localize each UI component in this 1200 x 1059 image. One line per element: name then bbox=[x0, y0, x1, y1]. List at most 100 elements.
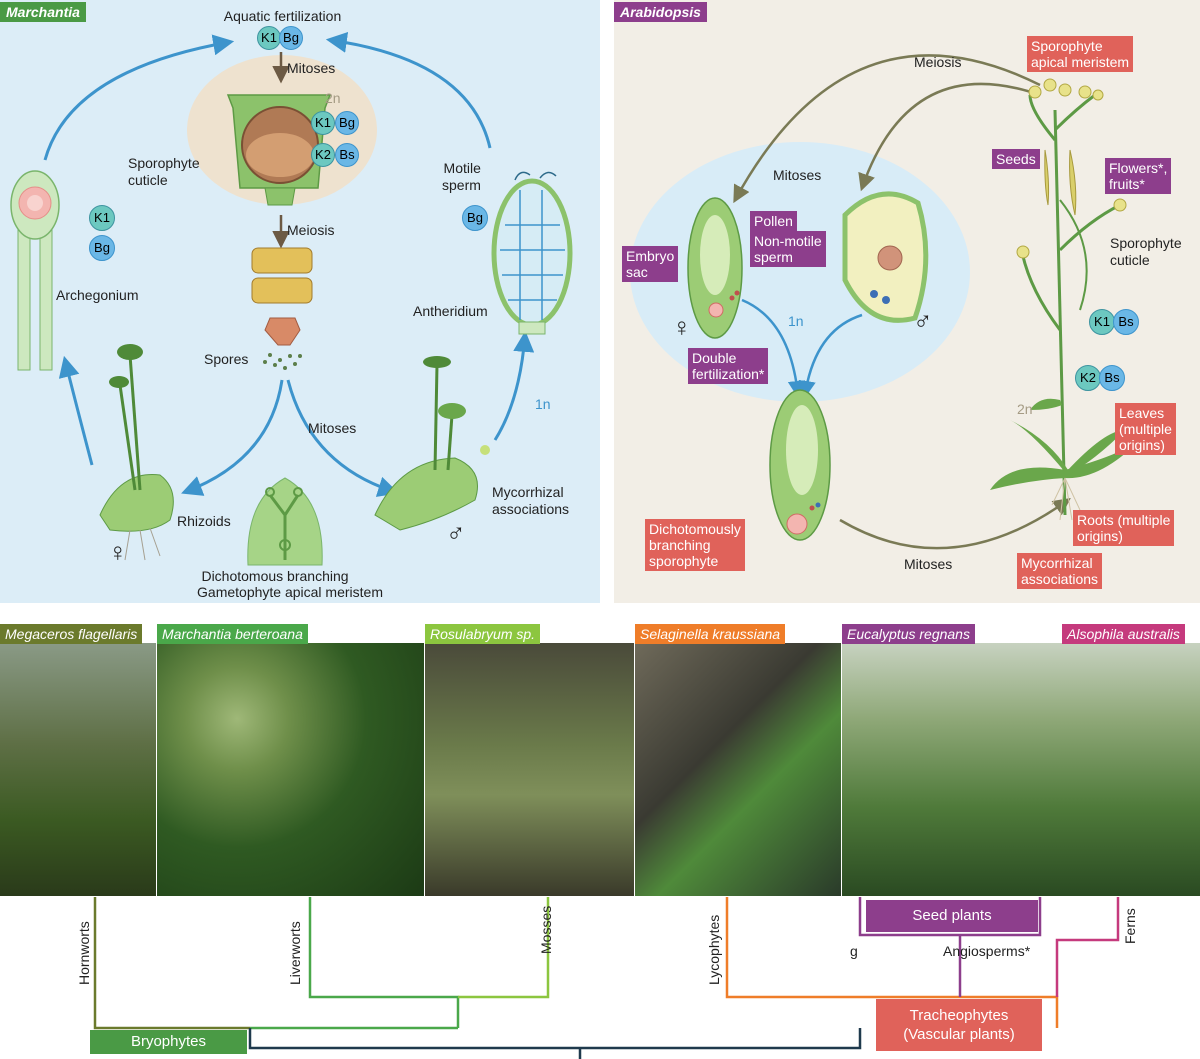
angiosperms-label: Angiosperms* bbox=[943, 943, 1031, 959]
gene-bs: Bs bbox=[1099, 365, 1125, 391]
gene-bs: Bs bbox=[1113, 309, 1139, 335]
mycorrhizal-label-marchantia: Mycorrhizal associations bbox=[492, 484, 570, 517]
sporophyte-cuticle-label-arabidopsis: Sporophyte cuticle bbox=[1110, 235, 1182, 268]
male-gametophyte-illustration bbox=[374, 356, 490, 531]
arrow-antheridium-to-fertilization bbox=[325, 31, 492, 149]
caption-alsophila: Alsophila australis bbox=[1062, 624, 1185, 644]
tracheophytes-box: Tracheophytes (Vascular plants) bbox=[876, 999, 1042, 1051]
gene-k2: K2 bbox=[1075, 365, 1101, 391]
mosses-label: Mosses bbox=[538, 905, 554, 954]
rhizoids-label: Rhizoids bbox=[177, 513, 231, 529]
gametophyte-meristem-label: Gametophyte apical meristem bbox=[197, 584, 383, 600]
arabidopsis-title: Arabidopsis bbox=[614, 2, 707, 22]
bryophytes-box: Bryophytes bbox=[90, 1030, 247, 1054]
gene-pair-sporophyte-1: K1 Bg bbox=[311, 111, 361, 135]
photo-moss bbox=[425, 643, 634, 896]
mitoses-top-label-arabidopsis: Mitoses bbox=[773, 167, 822, 183]
gene-pair-arabidopsis-1: K1 Bs bbox=[1089, 309, 1141, 335]
spore-scatter bbox=[263, 353, 302, 370]
meiosis-label: Meiosis bbox=[287, 222, 335, 238]
zygote-illustration bbox=[769, 389, 831, 541]
gene-k1: K1 bbox=[257, 26, 281, 50]
male-symbol-arabidopsis: ♂ bbox=[913, 306, 933, 336]
leaves-tag: Leaves (multiple origins) bbox=[1115, 403, 1176, 455]
aquatic-fertilization-label: Aquatic fertilization bbox=[223, 8, 342, 24]
gene-k1-archegonium: K1 bbox=[89, 205, 115, 231]
mycorrhizal-tag: Mycorrhizal associations bbox=[1017, 553, 1103, 589]
arrow-spores-to-female bbox=[181, 379, 284, 496]
arrow-male-to-antheridium bbox=[493, 330, 535, 441]
spores-label: Spores bbox=[204, 351, 249, 367]
arrow-mitoses-bottom bbox=[839, 497, 1071, 550]
hornworts-label: Hornworts bbox=[76, 921, 92, 985]
flowers-fruits-tag: Flowers*, fruits* bbox=[1105, 158, 1172, 194]
embryo-sac-illustration bbox=[687, 197, 743, 339]
gene-bg: Bg bbox=[279, 26, 303, 50]
mitoses-bottom-label-arabidopsis: Mitoses bbox=[904, 556, 953, 572]
ploidy-1n-label: 1n bbox=[535, 396, 551, 412]
non-motile-sperm-tag: Non-motile sperm bbox=[750, 231, 826, 267]
seeds-tag: Seeds bbox=[992, 149, 1040, 169]
lycophytes-label: Lycophytes bbox=[706, 914, 722, 985]
caption-selaginella: Selaginella kraussiana bbox=[635, 624, 786, 644]
ploidy-1n-label-arabidopsis: 1n bbox=[788, 313, 804, 329]
mitoses-top-label: Mitoses bbox=[287, 60, 336, 76]
photo-hornwort bbox=[0, 643, 156, 896]
sperm-1 bbox=[514, 171, 531, 181]
pollen-illustration bbox=[842, 191, 929, 323]
archegonium-label: Archegonium bbox=[56, 287, 139, 303]
caption-marchantia: Marchantia berteroana bbox=[157, 624, 308, 644]
dichotomously-branching-tag: Dichotomously branching sporophyte bbox=[645, 519, 745, 571]
gene-bs: Bs bbox=[335, 143, 359, 167]
double-fertilization-tag: Double fertilization* bbox=[688, 348, 769, 384]
sporophyte-meristem-tag: Sporophyte apical meristem bbox=[1027, 36, 1134, 72]
motile-sperm-label: Motile sperm bbox=[442, 160, 481, 193]
sperm-2 bbox=[539, 171, 557, 179]
gene-pair-sporophyte-2: K2 Bs bbox=[311, 143, 361, 167]
caption-rosulabryum: Rosulabryum sp. bbox=[425, 624, 541, 644]
gene-bg: Bg bbox=[335, 111, 359, 135]
arrow-embryo-to-zygote bbox=[741, 298, 806, 399]
gene-k2: K2 bbox=[311, 143, 335, 167]
gene-k1: K1 bbox=[311, 111, 335, 135]
female-symbol-arabidopsis: ♀ bbox=[672, 312, 692, 342]
caption-eucalyptus: Eucalyptus regnans bbox=[842, 624, 975, 644]
arrow-spores-to-male bbox=[286, 379, 400, 497]
gene-pair-fertilization: K1 Bg bbox=[257, 26, 307, 50]
seeds-pods bbox=[1044, 149, 1077, 216]
photo-lycophyte bbox=[635, 643, 841, 896]
gene-bg-sperm: Bg bbox=[462, 205, 488, 231]
arrow-meiosis-male bbox=[858, 82, 1041, 192]
ploidy-2n-label-arabidopsis: 2n bbox=[1017, 401, 1033, 417]
arabidopsis-rosette bbox=[990, 398, 1140, 490]
roots-tag: Roots (multiple origins) bbox=[1073, 510, 1175, 546]
gene-bg-archegonium: Bg bbox=[89, 235, 115, 261]
liverworts-label: Liverworts bbox=[287, 921, 303, 985]
arrow-pollen-to-zygote bbox=[798, 313, 863, 399]
arrow-archegonium-to-fertilization bbox=[43, 34, 235, 161]
female-symbol: ♀ bbox=[108, 537, 128, 567]
photo-forest bbox=[842, 643, 1200, 896]
meiosis-label-arabidopsis: Meiosis bbox=[914, 54, 962, 70]
female-gametophyte-illustration bbox=[99, 344, 174, 561]
sporophyte-cuticle-label: Sporophyte cuticle bbox=[128, 155, 200, 188]
antheridium-label: Antheridium bbox=[413, 303, 488, 319]
arrow-meiosis-female bbox=[733, 54, 1041, 204]
arrow-female-to-archegonium bbox=[58, 355, 94, 466]
pollen-tag: Pollen bbox=[750, 211, 797, 231]
seed-plants-box: Seed plants bbox=[866, 900, 1038, 932]
phylogeny-tree bbox=[93, 897, 1120, 1059]
photo-liverwort bbox=[157, 643, 424, 896]
arabidopsis-flowers bbox=[1016, 78, 1127, 259]
gene-k1: K1 bbox=[1089, 309, 1115, 335]
caption-megaceros: Megaceros flagellaris bbox=[0, 624, 143, 644]
dichotomous-thallus-illustration bbox=[247, 477, 323, 566]
embryo-sac-tag: Embryo sac bbox=[622, 246, 679, 282]
marchantia-title: Marchantia bbox=[0, 2, 86, 22]
ferns-label: Ferns bbox=[1122, 908, 1138, 944]
ploidy-2n-label: 2n bbox=[325, 90, 341, 106]
archegonium-illustration bbox=[10, 170, 60, 371]
male-symbol: ♂ bbox=[446, 518, 466, 548]
sporophyte-capsule-illustration bbox=[226, 94, 332, 206]
